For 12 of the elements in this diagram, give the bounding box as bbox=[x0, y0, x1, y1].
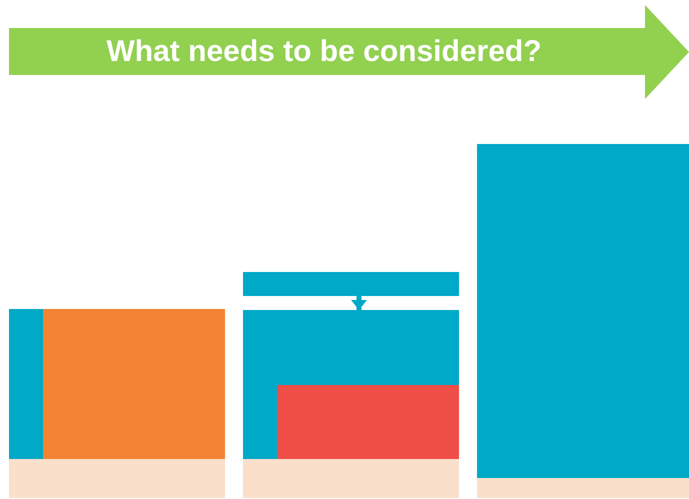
column-box bbox=[477, 144, 689, 478]
arrow-banner bbox=[9, 5, 689, 99]
column-box bbox=[243, 310, 459, 459]
banner-title: What needs to be considered? bbox=[105, 34, 543, 70]
base-bar bbox=[9, 459, 225, 498]
base-bar bbox=[477, 478, 689, 498]
column-box bbox=[9, 309, 43, 459]
base-bar bbox=[243, 459, 459, 498]
top-bar bbox=[243, 272, 459, 296]
column-box bbox=[43, 309, 225, 459]
arrow bbox=[351, 296, 367, 310]
inner-box bbox=[277, 385, 459, 459]
